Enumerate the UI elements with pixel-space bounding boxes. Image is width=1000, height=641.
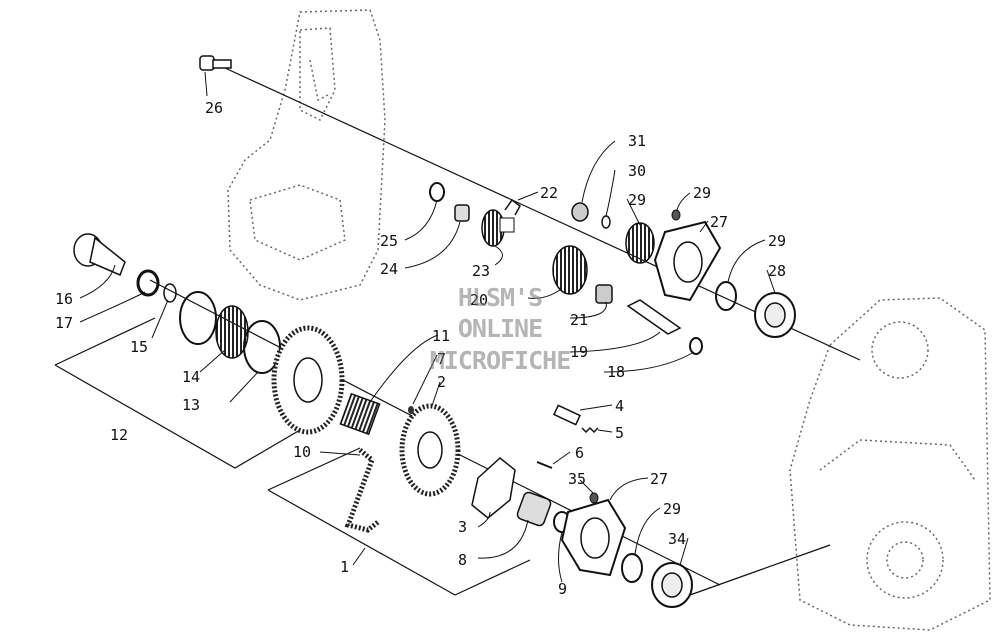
- callout-32: 30: [628, 162, 646, 180]
- chain-10: [344, 448, 380, 533]
- bolt-26: [199, 55, 232, 71]
- cap-16: [73, 233, 126, 276]
- callout-20: 20: [470, 291, 488, 309]
- shaft-11: [339, 392, 381, 436]
- nut-30: [671, 209, 681, 221]
- callout-27-upper: 27: [710, 213, 728, 231]
- callout-23: 23: [472, 262, 490, 280]
- bearing-34: [651, 562, 693, 608]
- callout-2: 2: [437, 373, 446, 391]
- callout-30: 29: [693, 184, 711, 202]
- engine-case-ghost: [789, 297, 991, 631]
- bearing-28: [754, 292, 796, 338]
- bearing-housing-27-lower: [560, 498, 627, 577]
- o-ring-29-upper: [715, 281, 737, 311]
- callout-27-lower: 27: [650, 470, 668, 488]
- callout-9: 9: [558, 580, 567, 598]
- washer-18: [689, 337, 703, 355]
- callout-16: 16: [55, 290, 73, 308]
- callout-1: 1: [340, 558, 349, 576]
- bushing-33: [571, 202, 589, 222]
- callout-14: 14: [182, 368, 200, 386]
- callout-25: 25: [380, 232, 398, 250]
- callout-31: 29: [628, 191, 646, 209]
- spring-5: [581, 426, 599, 434]
- callout-28: 28: [768, 262, 786, 280]
- spring-ring-17: [136, 269, 160, 297]
- large-gear: [271, 325, 345, 435]
- pin-6: [536, 461, 553, 469]
- gear-20: [552, 245, 588, 295]
- callout-3: 3: [458, 518, 467, 536]
- gear-31: [625, 222, 655, 264]
- callout-11: 11: [432, 327, 450, 345]
- cam-plate-3: [471, 457, 516, 519]
- callout-29-a: 29: [768, 232, 786, 250]
- callout-21: 21: [570, 311, 588, 329]
- case-cover-ghost: [227, 9, 386, 301]
- washer-25: [429, 182, 445, 202]
- callout-34: 34: [668, 530, 686, 548]
- callout-13: 13: [182, 396, 200, 414]
- callout-22: 22: [540, 184, 558, 202]
- callout-6: 6: [575, 444, 584, 462]
- clip-15: [163, 283, 177, 303]
- leader-lines: [79, 71, 776, 583]
- callout-5: 5: [615, 424, 624, 442]
- callout-4: 4: [615, 397, 624, 415]
- callout-10: 10: [293, 443, 311, 461]
- assembly-axes: [54, 67, 861, 596]
- collar-21: [595, 284, 613, 304]
- washer-32: [601, 215, 611, 229]
- callout-7: 7: [437, 350, 446, 368]
- bushing-24: [454, 204, 470, 222]
- washer-13-b: [243, 320, 281, 374]
- spring-22: [504, 198, 521, 216]
- pin-7: [408, 406, 414, 414]
- callout-24: 24: [380, 260, 398, 278]
- callout-12: 12: [110, 426, 128, 444]
- o-ring-29-lower: [621, 553, 643, 583]
- callout-19: 19: [570, 343, 588, 361]
- callout-18: 18: [607, 363, 625, 381]
- washer-13-a: [179, 291, 217, 345]
- callout-26: 26: [205, 99, 223, 117]
- callout-15: 15: [130, 338, 148, 356]
- pin-19: [626, 299, 682, 335]
- callout-17: 17: [55, 314, 73, 332]
- callout-29-b: 29: [663, 500, 681, 518]
- nut-35: [589, 492, 599, 504]
- bearing-housing-27-upper: [653, 220, 722, 302]
- gear-2: [399, 403, 461, 497]
- callout-8: 8: [458, 551, 467, 569]
- gear-23: [481, 209, 515, 247]
- plunger-4: [553, 404, 581, 426]
- callout-35: 35: [568, 470, 586, 488]
- bearing-8: [516, 491, 552, 527]
- callout-33: 31: [628, 132, 646, 150]
